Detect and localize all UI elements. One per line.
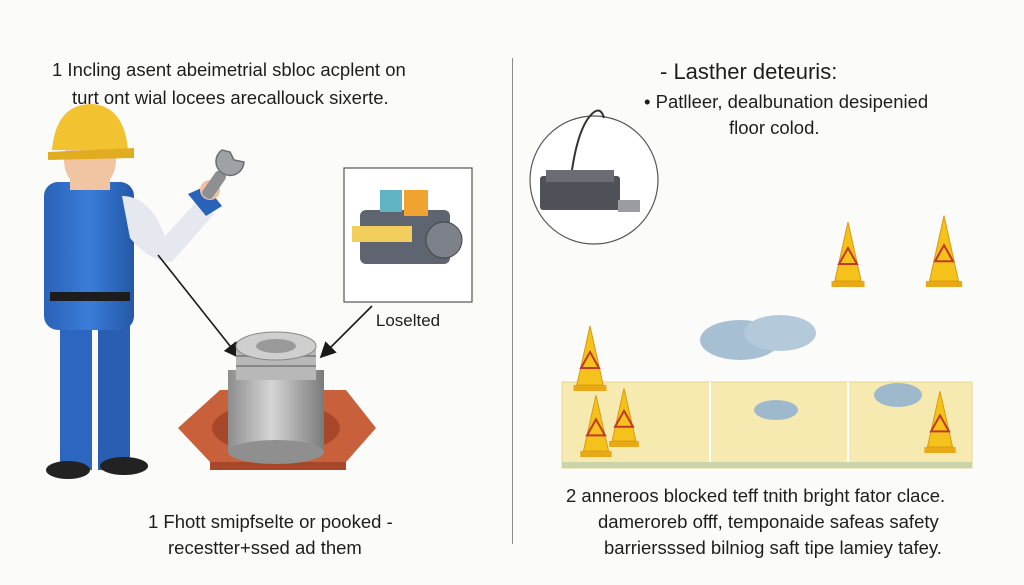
- left-title-line1: 1 Incling asent abeimetrial sbloc acplen…: [52, 59, 406, 80]
- right-bullet-line2: floor colod.: [729, 117, 820, 138]
- traffic-cone-icon: [580, 395, 612, 457]
- warning-cones: [573, 215, 963, 457]
- pipe-fitting: [178, 331, 376, 470]
- wrench-icon: [202, 149, 245, 200]
- spill-puddle: [744, 315, 816, 351]
- arrow-worker-to-flange: [157, 254, 240, 359]
- traffic-cone-icon: [573, 325, 607, 391]
- right-caption-line1: 2 anneroos blocked teff tnith bright fat…: [566, 485, 946, 506]
- arrow-inset-to-flange: [319, 305, 373, 359]
- inset-label: Loselted: [376, 311, 440, 330]
- worker-figure: [44, 104, 222, 479]
- traffic-cone-icon: [925, 215, 963, 287]
- right-caption-line2: dameroreb offf, temponaide safeas safety: [598, 511, 939, 532]
- inset-box: [343, 167, 473, 303]
- right-bullet-line1: • Patlleer, dealbunation desipenied: [644, 91, 929, 112]
- right-heading: - Lasther deteuris:: [660, 59, 838, 84]
- sensor-device: [529, 109, 659, 245]
- left-title-line2: turt ont wial locees arecallouck sixerte…: [72, 87, 389, 108]
- left-caption-line1: 1 Fhott smipfselte or pooked -: [148, 511, 393, 532]
- traffic-cone-icon: [831, 221, 865, 287]
- panel-divider: [512, 58, 513, 544]
- left-caption-line2: recestter+ssed ad them: [168, 537, 362, 558]
- traffic-cone-icon: [924, 391, 956, 453]
- traffic-cone-icon: [609, 388, 639, 447]
- right-caption-line3: barriersssed bilniog saft tipe lamiey ta…: [604, 537, 942, 558]
